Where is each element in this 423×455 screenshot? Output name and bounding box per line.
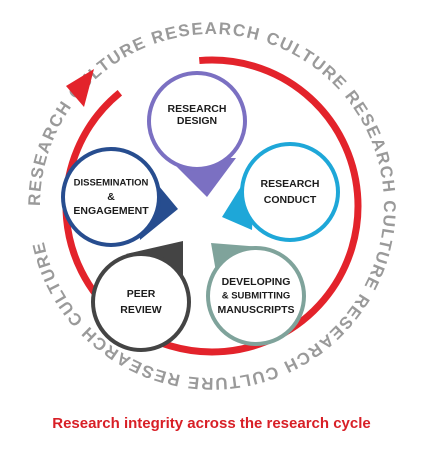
stage-developing-submitting: DEVELOPING & SUBMITTING MANUSCRIPTS	[206, 243, 306, 346]
stage-label-line: PEER	[127, 288, 156, 300]
stage-circle	[240, 142, 340, 242]
stage-label-line: RESEARCH	[168, 103, 227, 115]
stage-label-line: & SUBMITTING	[222, 291, 291, 302]
stage-circle	[147, 71, 247, 171]
stage-label-line: ENGAGEMENT	[73, 205, 149, 217]
stage-circle	[61, 147, 161, 247]
stage-label-line: DEVELOPING	[222, 276, 291, 288]
diagram-caption: Research integrity across the research c…	[52, 415, 371, 432]
stage-label-line: REVIEW	[120, 304, 162, 316]
stage-circle	[91, 252, 191, 352]
stage-label-line: DISSEMINATION	[74, 178, 149, 189]
stage-label-line: DESIGN	[177, 115, 217, 127]
stage-group: RESEARCHDESIGNRESEARCHCONDUCTDEVELOPING&…	[61, 71, 340, 352]
stage-label-line: RESEARCH	[261, 178, 320, 190]
stage-circle	[206, 246, 306, 346]
stage-label-line: CONDUCT	[264, 194, 317, 206]
stage-peer-review: PEER REVIEW	[91, 241, 191, 352]
stage-label-line: &	[107, 191, 115, 203]
stage-label-line: MANUSCRIPTS	[217, 304, 294, 316]
cycle-arrowhead	[66, 69, 94, 107]
stage-research-conduct: RESEARCH CONDUCT	[222, 142, 340, 242]
stage-dissemination: DISSEMINATION & ENGAGEMENT	[61, 147, 178, 247]
